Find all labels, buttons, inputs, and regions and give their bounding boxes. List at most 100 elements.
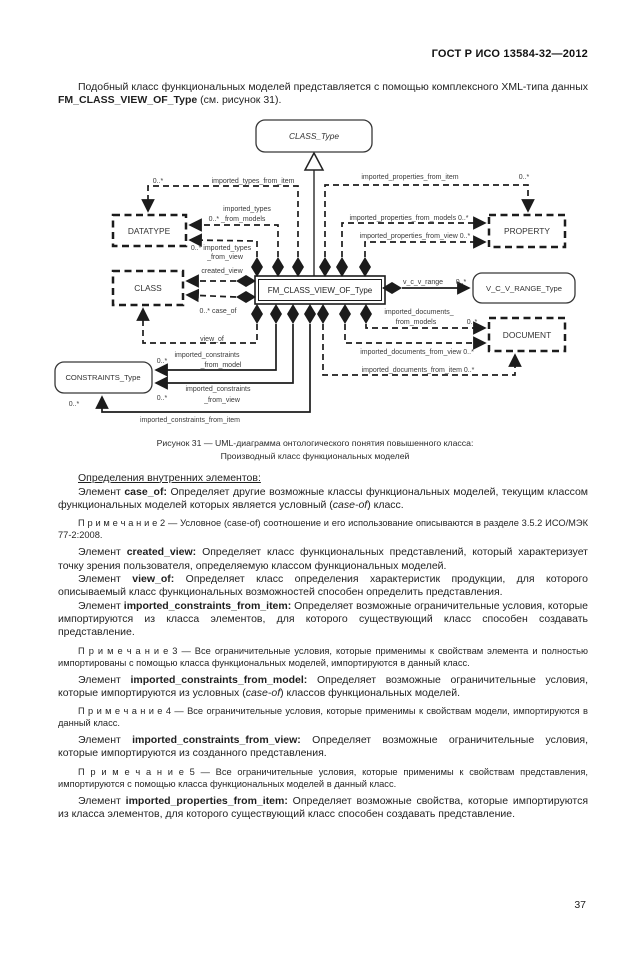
definition-paragraph: Элемент imported_constraints_from_item: … [58,600,588,640]
types-from-item-label: imported_types_from_item [212,178,295,185]
class-label: CLASS [134,283,162,293]
text-run: П р и м е ч а н и е 2 — Условное (case-o… [58,518,588,541]
property-box [487,213,567,248]
text-run: Определяет возможные ограничительные усл… [58,734,589,760]
aggregation-diamond [292,256,304,277]
multiplicity-label: 0..* [467,319,478,326]
aggregation-diamond [287,303,299,324]
bold-run: view_of: [132,573,175,586]
intro-paragraph: Подобный класс функциональных моделей пр… [58,81,588,108]
aggregation-diamond [251,303,263,324]
text-run: Определяет возможные ограничительные усл… [58,673,589,699]
definitions-heading: Определения внутренних элементов: [78,471,261,484]
note-paragraph: П р и м е ч а н и е 4 — Все ограничитель… [58,705,588,729]
assoc-imported-types-from-view [188,232,258,257]
text-run: П р и м е ч а н и е 3 — Все ограничитель… [58,645,588,668]
definition-paragraph: Элемент imported_constraints_from_model:… [58,674,588,701]
aggregation-diamond [336,256,348,277]
definition-paragraph: Элемент created_view: Определяет класс ф… [58,546,588,573]
fm-class-view-of-label: FM_CLASS_VIEW_OF_Type [268,286,373,295]
assoc-view-of [136,306,258,344]
constr-from-item-label: imported_constraints_from_item [140,417,240,424]
assoc-imported-constraints-from-view [154,323,294,390]
definitions-section: Определения внутренних элементов: Элемен… [58,472,588,822]
class-type-box [255,118,373,153]
aggregation-diamond [319,256,331,277]
bold-run: imported_constraints_from_view: [132,734,301,747]
text-run: Элемент [78,734,133,747]
assoc-imported-types-from-item [141,184,299,257]
props-from-models-label: imported_properties_from_models 0..* [349,215,468,222]
aggregation-diamond [251,256,263,277]
text-run: Определяет класс функциональных представ… [58,546,588,572]
aggregation-diamond [272,256,284,277]
multiplicity-label: 0..* [519,174,530,181]
definition-paragraph: Элемент view_of: Определяет класс опреде… [58,573,588,600]
text-run: ) классов функциональных моделей. [280,686,461,699]
text-run: ) класс. [367,499,404,512]
text-run: Элемент [78,599,124,612]
figure-caption-line1: Рисунок 31 — UML-диаграмма онтологическо… [156,437,474,448]
uml-diagram: CLASS_Type DATATYPE CLASS PROPERTY DOCUM… [54,118,576,424]
assoc-imported-properties-from-view [364,234,487,257]
aggregation-diamond [382,281,402,294]
assoc-imported-constraints-from-model [154,323,277,377]
class-box [111,269,185,306]
assoc-imported-types-from-models [188,217,279,257]
multiplicity-label: 0..* [69,401,80,408]
aggregation-diamond [270,303,282,324]
assoc-imported-documents-from-models [365,320,487,335]
aggregation-diamond [359,256,371,277]
constr-from-view-label-1: imported_constraints [186,386,251,393]
figure-caption: Рисунок 31 — UML-диаграмма онтологическо… [0,437,630,463]
props-from-item-label: imported_properties_from_item [361,174,458,181]
types-from-models-label-2: 0..* _from_models [209,216,266,223]
assoc-imported-documents-from-item [322,323,522,376]
types-from-models-label-1: imported_types [223,206,271,213]
fm-class-view-of-box-inner [258,278,382,301]
constr-from-view-label-2: _from_view [203,397,241,404]
text-run: Элемент [78,794,126,807]
multiplicity-label: 0..* [456,279,467,286]
view-of-label: view_of [200,336,224,343]
bold-run: case_of: [124,485,167,498]
italic-run: case-of [332,499,368,512]
assoc-imported-properties-from-models [341,215,487,257]
aggregation-diamond [339,303,351,324]
case-of-label: 0..* case_of [200,308,237,315]
text-run: Определяет другие возможные классы функц… [58,485,588,512]
class-type-label: CLASS_Type [289,131,339,141]
text-run: Элемент [78,485,125,498]
aggregation-diamond [360,303,372,324]
docs-from-models-label-2: from_models [396,319,437,326]
bold-run: imported_constraints_from_item: [123,599,292,612]
text-run: Элемент [78,673,131,686]
vcv-range-label: v_c_v_range [403,279,443,286]
text-run: Определяет класс определения характерист… [58,573,588,599]
aggregation-diamond [236,290,256,303]
definition-paragraph: Элемент imported_constraints_from_view: … [58,734,588,761]
figure-caption-line2: Производный класс функциональных моделей [220,450,410,461]
page-number: 37 [574,899,586,911]
text-run: Определяет возможные свойства, которые и… [58,794,589,821]
props-from-view-label: imported_properties_from_view 0..* [360,233,471,240]
italic-run: case-of [245,686,281,699]
docs-from-models-label-1: imported_documents_ [384,309,453,316]
text-run: (см. рисунок 31). [197,94,282,107]
aggregation-diamond [317,303,329,324]
assoc-imported-properties-from-item [324,183,535,257]
created-view-label: created_view [201,268,243,275]
assoc-imported-constraints-from-item [95,323,311,413]
multiplicity-label: 0..* [153,178,164,185]
datatype-box [111,213,188,247]
aggregation-diamond [304,303,316,324]
note-paragraph: П р и м е ч а н и е 3 — Все ограничитель… [58,645,588,669]
constr-from-model-label-2: _from_model [200,362,242,369]
document-box [487,316,567,352]
vcv-range-type-box [472,271,576,304]
vcv-range-type-label: V_C_V_RANGE_Type [486,284,562,293]
text-run: П р и м е ч а н и е 5 — Все ограничитель… [58,766,588,789]
constraints-type-box [54,360,153,394]
aggregation-diamond [236,274,256,287]
definition-paragraph: Элемент case_of: Определяет другие возмо… [58,486,588,513]
